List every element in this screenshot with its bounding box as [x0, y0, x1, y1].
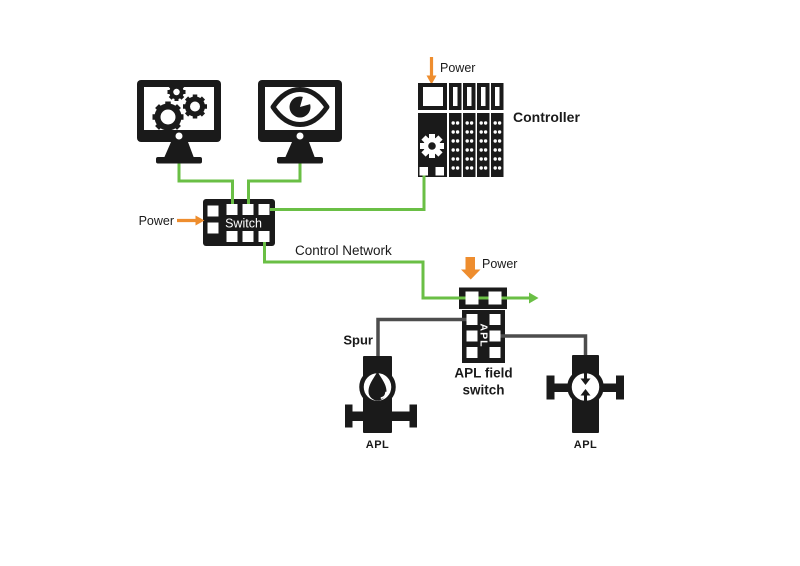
field-device-left: APL	[345, 356, 417, 451]
switch-port	[207, 205, 219, 217]
cable-controller-to-switch	[270, 172, 426, 211]
io-module	[463, 83, 476, 177]
opposing-arrows-icon	[580, 371, 591, 403]
switch-port	[226, 231, 238, 242]
apl-uplink-port	[465, 291, 479, 305]
controller: Power Controller	[418, 57, 580, 177]
cable-operator-to-switch	[247, 163, 302, 206]
droplet-icon	[368, 371, 387, 401]
operator-workstation	[258, 80, 342, 164]
apl-spur-port	[466, 330, 478, 342]
spur-cable-right	[495, 334, 588, 356]
field-device-right: APL	[546, 355, 624, 451]
switch-port	[242, 231, 254, 242]
io-module	[491, 83, 504, 177]
device-right-label: APL	[574, 439, 598, 451]
eye-icon	[270, 87, 330, 127]
controller-cpu-gear-icon	[420, 134, 444, 158]
apl-port-column-label: APL	[478, 324, 490, 348]
apl-field-switch: Power APL APL field switch	[454, 257, 517, 398]
spur-label: Spur	[343, 333, 373, 348]
controller-power-arrow	[426, 57, 437, 85]
apl-power-label: Power	[482, 257, 517, 271]
control-network-arrowhead	[529, 292, 539, 304]
cables	[177, 163, 588, 357]
spur-cable-left	[376, 317, 472, 357]
controller-port	[435, 167, 444, 176]
apl-spur-port	[466, 314, 478, 325]
controller-label: Controller	[513, 109, 580, 125]
switch-power-label: Power	[139, 214, 174, 228]
apl-field-switch-label-line2: switch	[462, 383, 504, 398]
switch-label: Switch	[225, 217, 262, 231]
io-module	[449, 83, 462, 177]
switch-port	[226, 204, 238, 215]
apl-field-switch-label-line1: APL field	[454, 366, 512, 381]
device-left-label: APL	[366, 439, 390, 451]
switch-port	[258, 231, 270, 242]
cable-engineering-to-switch	[177, 163, 234, 206]
switch-port	[242, 204, 254, 215]
controller-port	[419, 167, 428, 176]
switch-power-arrow	[177, 215, 205, 226]
io-module	[477, 83, 490, 177]
cable-control-network	[263, 240, 530, 300]
apl-spur-port	[489, 330, 501, 342]
apl-uplink-port	[488, 291, 502, 305]
engineering-workstation	[137, 80, 221, 164]
switch-port	[207, 222, 219, 234]
apl-spur-port	[489, 314, 501, 325]
apl-spur-port	[466, 347, 478, 358]
apl-spur-port	[489, 347, 501, 358]
controller-power-label: Power	[440, 61, 475, 75]
control-network-label: Control Network	[295, 243, 392, 258]
network-switch: Power Switch	[139, 204, 270, 242]
switch-port	[258, 204, 270, 215]
switch-body	[203, 199, 275, 246]
gears-icon	[152, 83, 207, 133]
apl-power-arrow	[461, 257, 481, 280]
